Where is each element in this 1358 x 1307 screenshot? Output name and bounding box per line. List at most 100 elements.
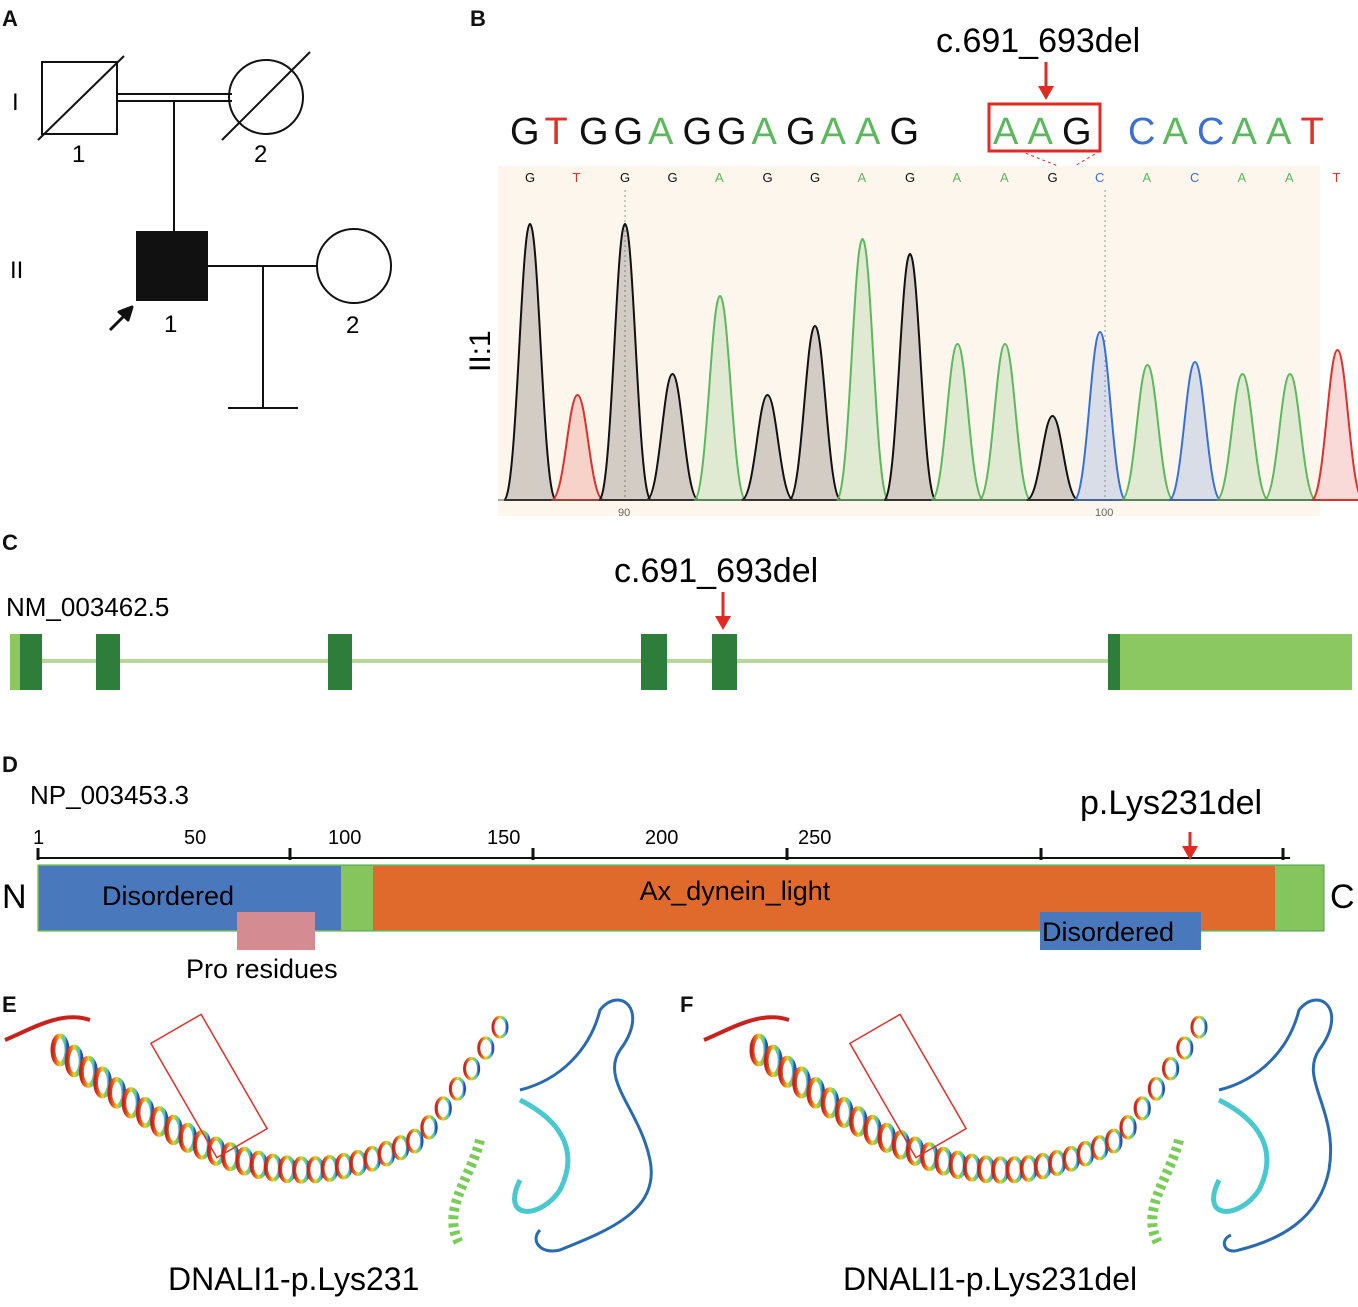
trace-peak-11 <box>1026 414 1079 501</box>
trace-peak-12 <box>1073 330 1127 501</box>
generation-ii-label: II <box>10 257 23 284</box>
wt-helix-turn-3 <box>93 1066 112 1099</box>
sample-label: II:1 <box>464 330 497 372</box>
trace-peak-2 <box>598 222 652 501</box>
wt-helix-turn-29 <box>463 1056 481 1081</box>
panel-e-letter: E <box>2 992 17 1017</box>
mut-helix-turn-18 <box>1005 1156 1024 1184</box>
protein-id: NP_003453.3 <box>30 780 189 810</box>
wt-helix-turn-24 <box>391 1135 410 1161</box>
generation-i-label: I <box>12 89 19 116</box>
trace-base-13: A <box>1143 170 1152 185</box>
utr-5prime <box>10 634 20 690</box>
mut-helix-turn-31 <box>1190 1015 1208 1039</box>
mut-helix-turn-7 <box>849 1106 868 1137</box>
trace-base-7: A <box>858 170 867 185</box>
chromatogram-peaks <box>503 222 1358 501</box>
wt-helix-turn-21 <box>349 1149 367 1177</box>
proband-arrow-icon <box>108 305 134 332</box>
mut-helix-turn-21 <box>1048 1149 1066 1177</box>
ref-base-left-10: A <box>855 111 881 153</box>
individual-i1-number: 1 <box>72 141 85 168</box>
ref-base-right-5: T <box>1301 111 1324 153</box>
domain-disordered-c-label: Disordered <box>1042 917 1174 947</box>
wt-helix-turn-0 <box>50 1033 70 1067</box>
helix-ribbon-wt <box>50 1015 509 1248</box>
trace-tick-100: 100 <box>1095 507 1113 519</box>
axis-label-1: 1 <box>33 827 44 849</box>
caption-f: DNALI1-p.Lys231del <box>843 1261 1137 1297</box>
individual-i1-deceased-slash <box>37 55 125 141</box>
wt-helix-turn-15 <box>263 1153 282 1182</box>
pedigree: I II 1 2 1 2 <box>10 51 392 409</box>
trace-peak-10 <box>978 342 1032 501</box>
mut-helix-turn-0 <box>749 1033 769 1067</box>
mut-helix-turn-11 <box>905 1136 925 1166</box>
loop-region-mut-2 <box>1211 1097 1270 1214</box>
exon-2 <box>96 634 120 690</box>
mutation-label-b: c.691_693del <box>936 22 1140 60</box>
trace-base-3: G <box>668 170 678 185</box>
wt-helix-turn-19 <box>320 1154 339 1182</box>
mut-helix-turn-15 <box>962 1153 981 1182</box>
trace-peak-3 <box>645 372 700 501</box>
wt-helix-turn-14 <box>249 1150 268 1180</box>
helix-ribbon-mut <box>749 1015 1208 1248</box>
caption-e: DNALI1-p.Lys231 <box>168 1261 419 1297</box>
axis-label-250: 250 <box>798 827 831 849</box>
mut-helix-turn-17 <box>991 1156 1010 1184</box>
ref-base-boxed-2: G <box>1062 111 1092 153</box>
mut-helix-turn-3 <box>792 1066 811 1099</box>
c-terminus-label: C <box>1330 878 1355 916</box>
trace-peak-14 <box>1168 360 1222 501</box>
wt-helix-turn-8 <box>164 1114 183 1146</box>
trace-base-14: C <box>1190 170 1199 185</box>
panel-f-letter: F <box>680 992 694 1017</box>
domain-ax-dynein-label: Ax_dynein_light <box>640 876 831 906</box>
axis-label-150: 150 <box>487 827 520 849</box>
loop-region-wt <box>519 998 653 1253</box>
mutation-arrowhead-c <box>715 616 731 630</box>
wt-helix-c-helix <box>448 1138 485 1248</box>
panel-c-letter: C <box>2 530 18 555</box>
mut-helix-turn-28 <box>1147 1076 1166 1101</box>
trace-base-0: G <box>525 170 535 185</box>
axis-label-50: 50 <box>184 827 206 849</box>
ref-base-boxed-0: A <box>993 111 1019 153</box>
wt-helix-turn-17 <box>292 1156 311 1184</box>
trace-peak-5 <box>740 393 795 501</box>
individual-i2-circle <box>228 59 304 135</box>
mutation-arrowhead-b <box>1038 86 1054 100</box>
wt-helix-turn-18 <box>306 1156 325 1184</box>
ref-base-left-5: G <box>683 111 713 153</box>
individual-ii2-circle <box>316 228 392 304</box>
trace-base-16: A <box>1285 170 1294 185</box>
mut-helix-turn-25 <box>1105 1128 1123 1154</box>
wt-helix-turn-28 <box>448 1076 467 1101</box>
trace-base-1: T <box>573 170 581 185</box>
deletion-box <box>987 102 1102 153</box>
ref-base-right-1: A <box>1163 111 1189 153</box>
trace-peak-8 <box>883 252 937 501</box>
individual-i2-number: 2 <box>254 141 267 168</box>
ref-base-left-0: G <box>510 111 540 153</box>
individual-ii2-number: 2 <box>346 312 359 339</box>
trace-peak-0 <box>503 222 557 501</box>
n-term-tail-wt <box>4 1015 91 1042</box>
mutation-arrowhead-d <box>1182 846 1198 860</box>
ref-base-left-9: A <box>821 111 847 153</box>
wt-helix-turn-9 <box>178 1122 197 1153</box>
mut-helix-turn-27 <box>1133 1096 1151 1121</box>
domain-disordered-n-label: Disordered <box>102 881 234 911</box>
wt-helix-turn-31 <box>491 1015 509 1039</box>
domain-disordered-c <box>1040 912 1201 950</box>
trace-base-4: A <box>715 170 724 185</box>
individual-i2-deceased-slash <box>221 51 311 141</box>
trace-base-2: G <box>620 170 630 185</box>
mutation-site-box-mut <box>848 1013 968 1159</box>
n-terminus-label: N <box>2 878 27 916</box>
mut-helix-turn-8 <box>863 1114 882 1146</box>
trace-peak-9 <box>930 342 985 501</box>
trace-base-5: G <box>763 170 773 185</box>
